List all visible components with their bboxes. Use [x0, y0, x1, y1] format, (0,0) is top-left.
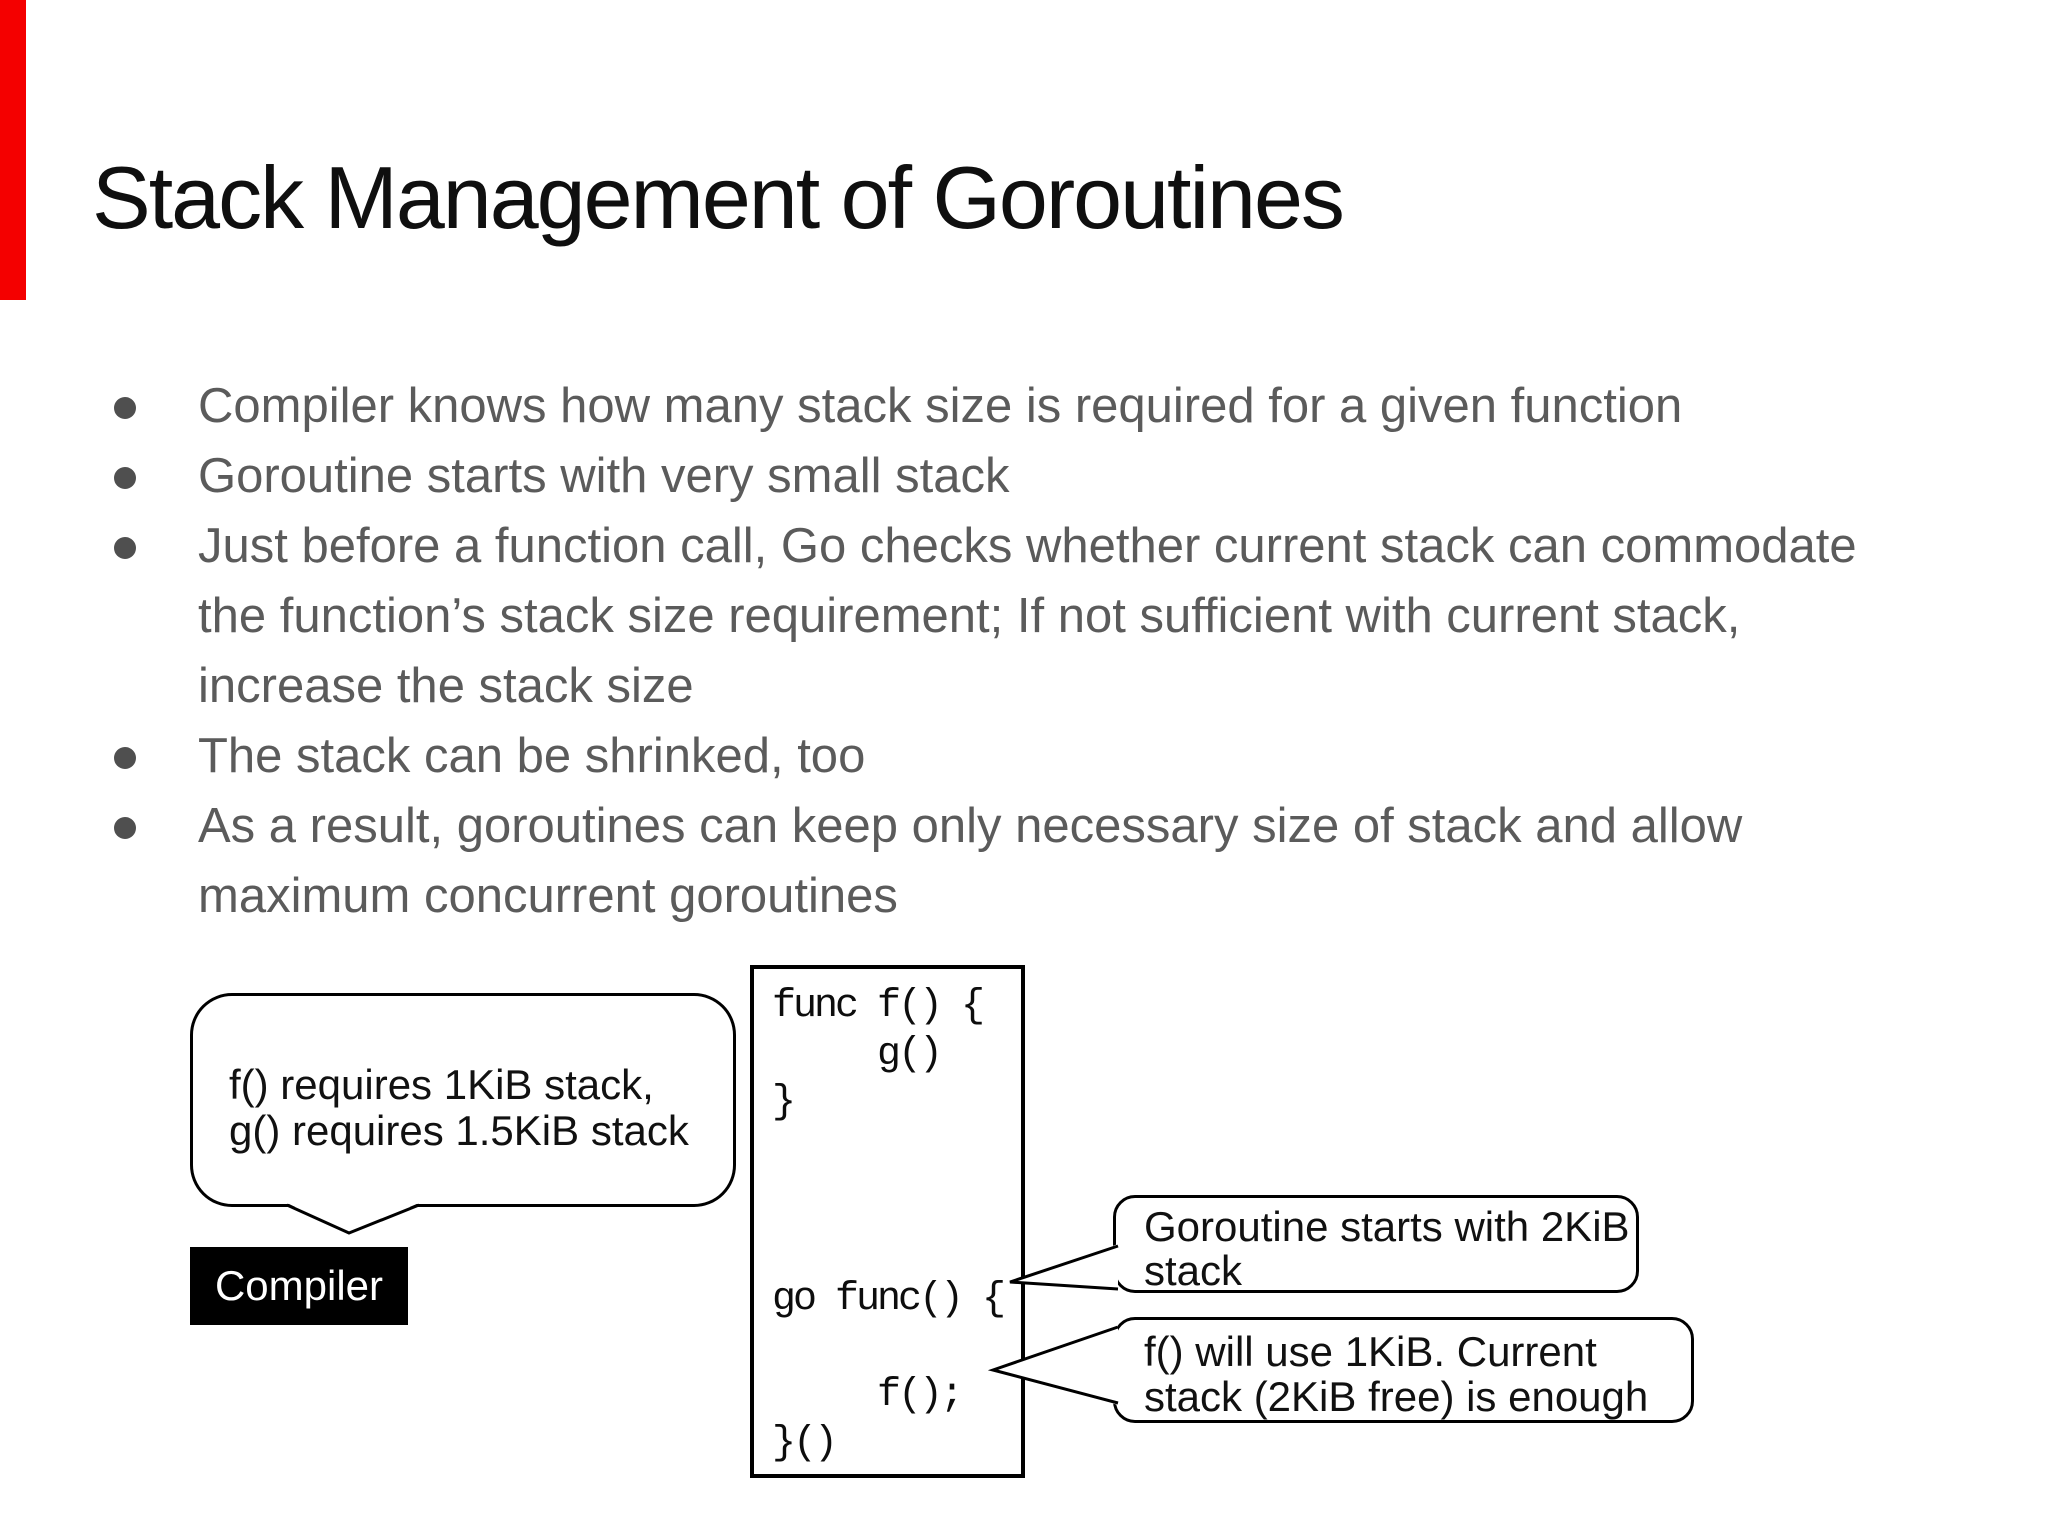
compiler-label: Compiler	[214, 1262, 384, 1309]
code-box	[750, 965, 1025, 1478]
bullet-dot	[114, 397, 136, 419]
slide-title: Stack Management of Goroutines	[92, 148, 1345, 247]
goroutine-bubble-line-1: Goroutine starts with 2KiB	[1144, 1203, 1630, 1250]
goroutine-bubble-tail-outline	[1009, 1244, 1119, 1291]
compiler-bubble-line-2: g() requires 1.5KiB stack	[229, 1107, 689, 1154]
bullet-line: Just before a function call, Go checks w…	[198, 519, 1857, 573]
code-func-f: func f() { g() }	[772, 984, 985, 1125]
goroutine-bubble-tail-fill	[1010, 1244, 1118, 1291]
stack-bubble-line-1: f() will use 1KiB. Current	[1144, 1328, 1597, 1375]
stack-bubble-line-2: stack (2KiB free) is enough	[1144, 1373, 1649, 1420]
bullet-line: maximum concurrent goroutines	[198, 869, 898, 923]
left-bubble-tail-fill	[287, 1203, 419, 1233]
compiler-speech-bubble: f() requires 1KiB stack, g() requires 1.…	[190, 993, 736, 1207]
bullet-line: increase the stack size	[198, 659, 694, 713]
bullet-line: As a result, goroutines can keep only ne…	[198, 799, 1743, 853]
stack-enough-bubble: f() will use 1KiB. Current stack (2KiB f…	[1113, 1317, 1694, 1423]
bullet-dot	[114, 817, 136, 839]
accent-bar	[0, 0, 26, 300]
compiler-box: Compiler	[190, 1247, 408, 1325]
bullet-line: the function’s stack size requirement; I…	[198, 589, 1741, 643]
bullet-dot	[114, 467, 136, 489]
goroutine-stack-bubble: Goroutine starts with 2KiB stack	[1113, 1195, 1639, 1293]
bullet-line: Goroutine starts with very small stack	[198, 449, 1010, 503]
bullet-line: The stack can be shrinked, too	[198, 729, 866, 783]
bullet-dot	[114, 537, 136, 559]
bullet-dot	[114, 747, 136, 769]
goroutine-bubble-line-2: stack	[1144, 1247, 1243, 1294]
code-go-func: go func() { f(); }()	[772, 1277, 1006, 1466]
bullet-line: Compiler knows how many stack size is re…	[198, 379, 1683, 433]
compiler-bubble-line-1: f() requires 1KiB stack,	[229, 1061, 654, 1108]
left-bubble-tail-outline	[286, 1203, 420, 1235]
